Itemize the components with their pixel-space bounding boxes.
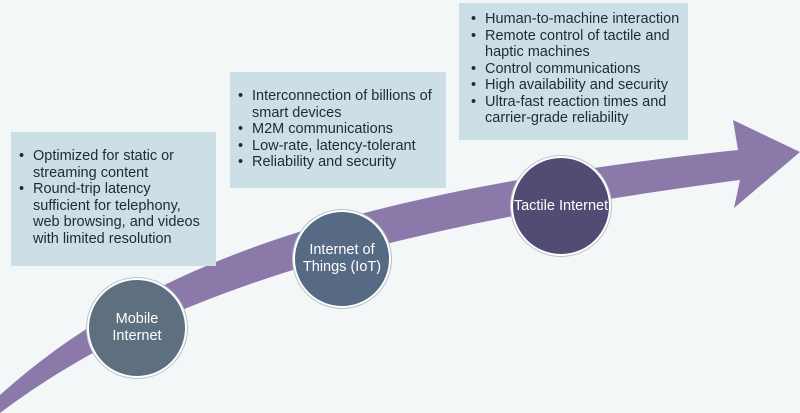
mobile-internet-features-box: Optimized for static or streaming conten…	[11, 132, 216, 266]
tactile-internet-features-box: Human-to-machine interaction Remote cont…	[459, 3, 688, 140]
iot-features-box: Interconnection of billions of smart dev…	[230, 72, 446, 188]
feature-item: High availability and security	[471, 77, 682, 94]
feature-item: Interconnection of billions of smart dev…	[238, 88, 440, 121]
node-label-line: Internet of	[309, 242, 375, 258]
mobile-internet-feature-list: Optimized for static or streaming conten…	[11, 148, 208, 247]
iot-node: Internet of Things (IoT)	[293, 210, 391, 308]
tactile-internet-node: Tactile Internet	[511, 156, 611, 256]
feature-item: Optimized for static or streaming conten…	[19, 148, 208, 181]
feature-item: Reliability and security	[238, 154, 440, 171]
iot-feature-list: Interconnection of billions of smart dev…	[230, 88, 440, 171]
mobile-internet-node: Mobile Internet	[87, 278, 187, 378]
feature-item: Ultra-fast reaction times and carrier-gr…	[471, 94, 682, 127]
node-label-line: Tactile Internet	[513, 197, 609, 214]
feature-item: Control communications	[471, 61, 682, 78]
node-label-line: Things (IoT)	[302, 259, 382, 275]
feature-item: M2M communications	[238, 121, 440, 138]
node-label-line: Internet	[112, 328, 162, 344]
feature-item: Round-trip latency sufficient for teleph…	[19, 181, 208, 247]
tactile-internet-feature-list: Human-to-machine interaction Remote cont…	[463, 11, 682, 127]
feature-item: Remote control of tactile and haptic mac…	[471, 28, 682, 61]
feature-item: Human-to-machine interaction	[471, 11, 682, 28]
node-label-line: Mobile	[115, 311, 159, 327]
feature-item: Low-rate, latency-tolerant	[238, 138, 440, 155]
